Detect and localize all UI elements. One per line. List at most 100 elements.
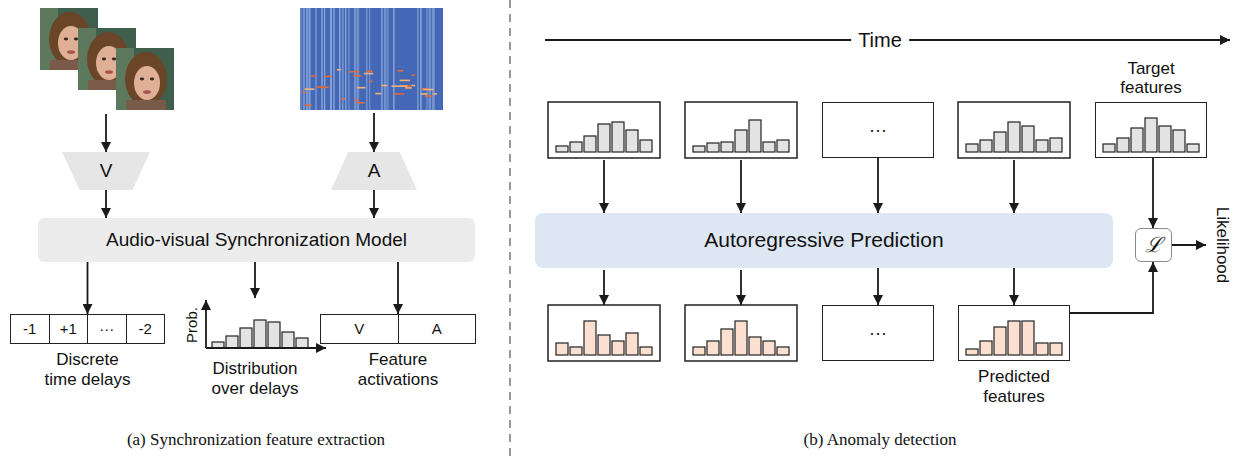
arrow-line: [603, 270, 605, 305]
spectrogram-stripe: [324, 8, 325, 110]
histogram-bar: [1103, 144, 1115, 152]
spectrogram-stripe: [387, 8, 389, 110]
histogram: [693, 120, 789, 152]
histogram-bar: [707, 143, 719, 152]
histogram-bar: [1173, 130, 1185, 152]
node-label: ···: [869, 323, 887, 344]
table-cell: A: [398, 315, 476, 343]
histogram-bar: [254, 320, 266, 348]
histogram-bar: [980, 140, 992, 152]
connector-arrow: [397, 262, 399, 314]
hair: [125, 52, 167, 106]
node-label: Autoregressive Prediction: [704, 228, 943, 252]
histogram-bar: [994, 327, 1006, 355]
histogram: [556, 321, 652, 355]
spectrogram-stripe: [357, 8, 359, 110]
node-label: Audio-visual Synchronization Model: [106, 229, 407, 251]
spectrogram-stripe: [309, 8, 311, 110]
histogram-bar: [693, 146, 705, 152]
histogram-bar: [735, 321, 747, 355]
histogram-bar: [1117, 138, 1129, 152]
spectrogram-stripe: [342, 8, 344, 110]
spectrogram-energy: [375, 93, 381, 95]
histogram-bar: [966, 349, 978, 355]
frame-background: [116, 48, 174, 110]
spectrogram-energy: [357, 87, 366, 89]
spectrogram-energy: [305, 104, 312, 106]
histogram-bar: [226, 336, 238, 348]
subfigure-caption: (a) Synchronization feature extraction: [127, 430, 385, 450]
spectrogram-energy: [337, 69, 341, 71]
histogram-bar: [570, 142, 582, 152]
shoulders: [126, 100, 166, 110]
histogram-bar: [626, 333, 638, 355]
mouth: [143, 90, 151, 94]
arrow-line: [373, 113, 375, 152]
prediction-box: Autoregressive Prediction: [535, 213, 1113, 268]
spectrogram-energy: [366, 70, 372, 72]
spectrogram-energy: [405, 87, 412, 89]
spectrogram-stripe: [366, 8, 368, 110]
histogram: [966, 321, 1062, 355]
spectrogram-energy: [302, 92, 306, 94]
histogram-bar: [721, 142, 733, 152]
spectrogram-stripe: [384, 8, 387, 110]
node-heading: Predicted features: [966, 367, 1062, 406]
spectrogram-stripe: [333, 8, 335, 110]
spectrogram-stripe: [393, 8, 395, 110]
histogram-bar: [1022, 126, 1034, 152]
histogram-bar: [777, 140, 789, 152]
histogram-bar: [1036, 343, 1048, 355]
node-caption: Distribution over delays: [203, 359, 307, 398]
connector-arrow: [877, 268, 879, 305]
spectrogram-stripe: [330, 8, 332, 110]
histogram-bar: [1145, 118, 1157, 152]
histogram-bar: [980, 341, 992, 355]
spectrogram-energy: [381, 85, 387, 87]
connector-arrow: [1070, 262, 1153, 313]
table-cell: ···: [87, 315, 126, 343]
spectrogram-stripe: [369, 8, 370, 110]
histogram-bar: [598, 335, 610, 355]
spectrogram-energy: [394, 93, 404, 95]
spectrogram-energy: [341, 98, 345, 100]
spectrogram-energy: [433, 93, 437, 95]
feature-box: [548, 305, 660, 361]
histogram-bar: [640, 347, 652, 355]
connector-arrow: [105, 190, 107, 218]
connector-arrow: [254, 262, 256, 298]
histogram: [693, 321, 789, 355]
spectrogram-energy: [425, 95, 433, 97]
histogram-bar: [721, 329, 733, 355]
histogram-bar: [584, 321, 596, 355]
delay-distribution-chart: Prob.Distribution over delays: [182, 298, 328, 352]
histogram-bar: [296, 338, 308, 348]
histogram: [212, 320, 308, 348]
spectrogram-stripe: [339, 8, 340, 110]
arrow-line: [105, 114, 107, 152]
node-label: V: [100, 160, 113, 182]
feature-box: ···: [822, 305, 934, 361]
histogram-bar: [707, 341, 719, 355]
spectrogram-stripe: [348, 8, 350, 110]
arrow-line: [206, 347, 326, 349]
histogram-bar: [556, 343, 568, 355]
spectrogram-energy: [324, 76, 331, 78]
arrow-line: [740, 160, 742, 213]
histogram-bar: [966, 144, 978, 152]
trapezoid-fill: [62, 152, 150, 190]
histogram-bar: [612, 122, 624, 152]
table-cell: -1: [11, 315, 49, 343]
histogram-bar: [1131, 128, 1143, 152]
histogram-bar: [570, 347, 582, 355]
histogram-bar: [240, 328, 252, 348]
spectrogram-energy: [353, 75, 361, 77]
node-heading: Target features: [1105, 59, 1197, 98]
spectrogram-energy: [423, 89, 434, 91]
histogram: [556, 122, 652, 152]
node-label: ℒ: [1145, 233, 1162, 257]
histogram-bar: [749, 337, 761, 355]
feature-box: [685, 305, 797, 361]
model-box: Audio-visual Synchronization Model: [38, 218, 475, 262]
spectrogram-energy: [411, 85, 415, 87]
